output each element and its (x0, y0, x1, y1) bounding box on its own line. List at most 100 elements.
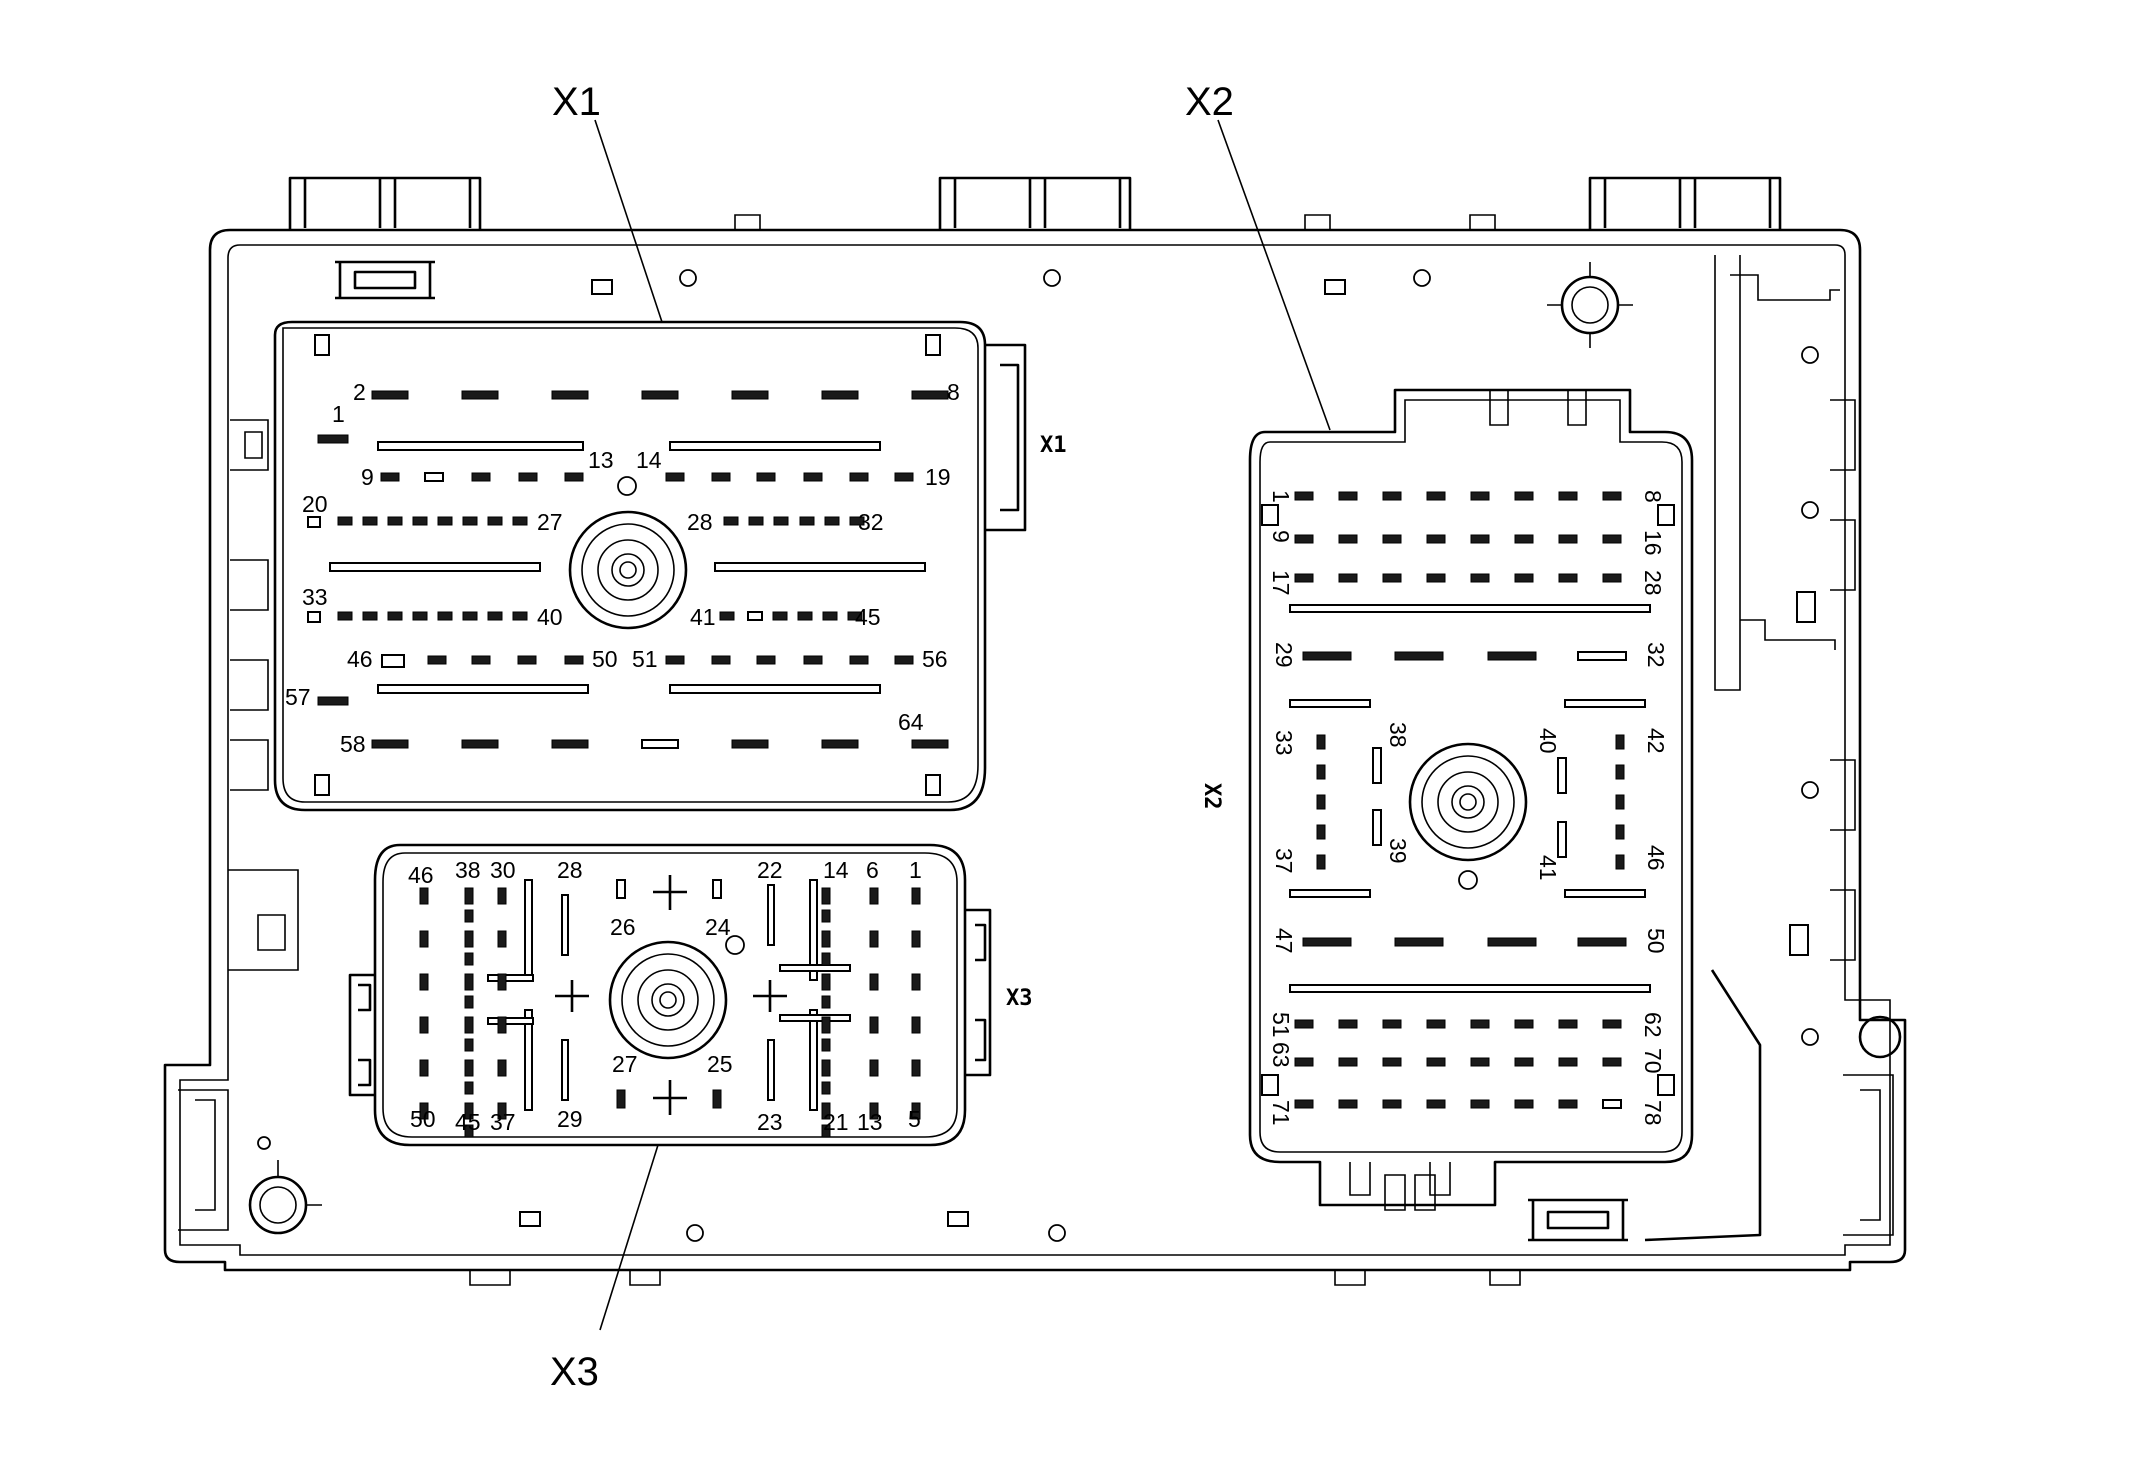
terminal-cavity (518, 472, 538, 482)
terminal-cavity (512, 516, 528, 526)
terminal-cavity (747, 611, 763, 621)
pin-label: 39 (1385, 838, 1411, 864)
pin-label: 45 (455, 1109, 481, 1135)
pin-label: 21 (823, 1109, 849, 1135)
terminal-cavity (464, 1038, 474, 1052)
pin-label: 33 (1271, 730, 1297, 756)
terminal-cavity (731, 739, 769, 749)
terminal-cavity (564, 655, 584, 665)
pin-label: 46 (408, 862, 434, 888)
pin-label: 19 (925, 464, 951, 490)
terminal-cavity (419, 1059, 429, 1077)
terminal-cavity (487, 516, 503, 526)
terminal-cavity (464, 1102, 474, 1120)
terminal-cavity (1558, 491, 1578, 501)
terminal-cavity (497, 887, 507, 905)
terminal-cavity (911, 390, 949, 400)
terminal-cavity (911, 973, 921, 991)
pin-label: 70 (1640, 1048, 1666, 1074)
pin-label: 28 (1640, 570, 1666, 596)
terminal-cavity (1602, 491, 1622, 501)
pin-label: 50 (592, 646, 618, 672)
terminal-cavity (712, 1089, 722, 1109)
terminal-cavity (803, 472, 823, 482)
pin-label: 1 (909, 857, 922, 883)
terminal-cavity (419, 930, 429, 948)
terminal-cavity (799, 516, 815, 526)
terminal-cavity (387, 516, 403, 526)
pin-label: 38 (1385, 722, 1411, 748)
pin-label: 63 (1268, 1042, 1294, 1068)
terminal-cavity (551, 390, 589, 400)
pin-label: 47 (1271, 928, 1297, 954)
terminal-cavity (1338, 534, 1358, 544)
x1-callout: X1 (552, 80, 601, 124)
terminal-cavity (821, 930, 831, 948)
terminal-cavity (1577, 651, 1627, 661)
terminal-cavity (462, 516, 478, 526)
terminal-cavity (464, 1059, 474, 1077)
terminal-cavity (911, 739, 949, 749)
terminal-cavity (821, 1081, 831, 1095)
terminal-cavity (307, 611, 321, 623)
terminal-cavity (824, 516, 840, 526)
x2-leader-line (1217, 119, 1331, 431)
pin-label: 28 (687, 509, 713, 535)
pin-label: 37 (490, 1109, 516, 1135)
pin-label: 42 (1643, 728, 1669, 754)
terminal-cavity (1338, 491, 1358, 501)
pin-label: 24 (705, 914, 731, 940)
pin-label: 33 (302, 584, 328, 610)
pin-label: 71 (1268, 1100, 1294, 1126)
terminal-cavity (869, 973, 879, 991)
terminal-cavity (1316, 824, 1326, 840)
terminal-cavity (1615, 824, 1625, 840)
terminal-cavity (412, 611, 428, 621)
pin-label: 78 (1640, 1100, 1666, 1126)
pin-label: 57 (285, 684, 311, 710)
terminal-cavity (419, 973, 429, 991)
terminal-cavity (1338, 573, 1358, 583)
terminal-cavity (362, 611, 378, 621)
terminal-cavity (821, 973, 831, 991)
terminal-cavity (756, 655, 776, 665)
pin-label: 13 (857, 1109, 883, 1135)
terminal-cavity (1394, 651, 1444, 661)
pin-label: 40 (537, 604, 563, 630)
terminal-cavity (911, 1059, 921, 1077)
terminal-cavity (665, 472, 685, 482)
terminal-cavity (497, 1059, 507, 1077)
terminal-cavity (748, 516, 764, 526)
terminal-cavity (1382, 1057, 1402, 1067)
pin-label: 64 (898, 709, 924, 735)
terminal-cavity (1338, 1019, 1358, 1029)
terminal-cavity (1615, 854, 1625, 870)
terminal-cavity (711, 655, 731, 665)
terminal-cavity (464, 1124, 474, 1138)
terminal-cavity (337, 611, 353, 621)
terminal-cavity (723, 516, 739, 526)
x2-callout: X2 (1185, 80, 1234, 124)
terminal-cavity (1294, 573, 1314, 583)
pin-label: 56 (922, 646, 948, 672)
terminal-cavity (1615, 794, 1625, 810)
terminal-cavity (317, 434, 349, 444)
terminal-cavity (1470, 573, 1490, 583)
terminal-cavity (517, 655, 537, 665)
pin-label: 30 (490, 857, 516, 883)
terminal-cavity (869, 930, 879, 948)
pin-label: 45 (855, 604, 881, 630)
terminal-cavity (464, 952, 474, 966)
terminal-cavity (462, 611, 478, 621)
terminal-cavity (1426, 1057, 1446, 1067)
terminal-cavity (437, 611, 453, 621)
pin-label: 22 (757, 857, 783, 883)
terminal-cavity (1602, 1057, 1622, 1067)
pin-label: 14 (636, 447, 662, 473)
pin-label: 5 (908, 1106, 921, 1132)
pin-label: 29 (557, 1106, 583, 1132)
terminal-cavity (911, 1016, 921, 1034)
pin-label: 1 (1268, 490, 1294, 503)
terminal-cavity (1470, 534, 1490, 544)
terminal-cavity (424, 472, 444, 482)
